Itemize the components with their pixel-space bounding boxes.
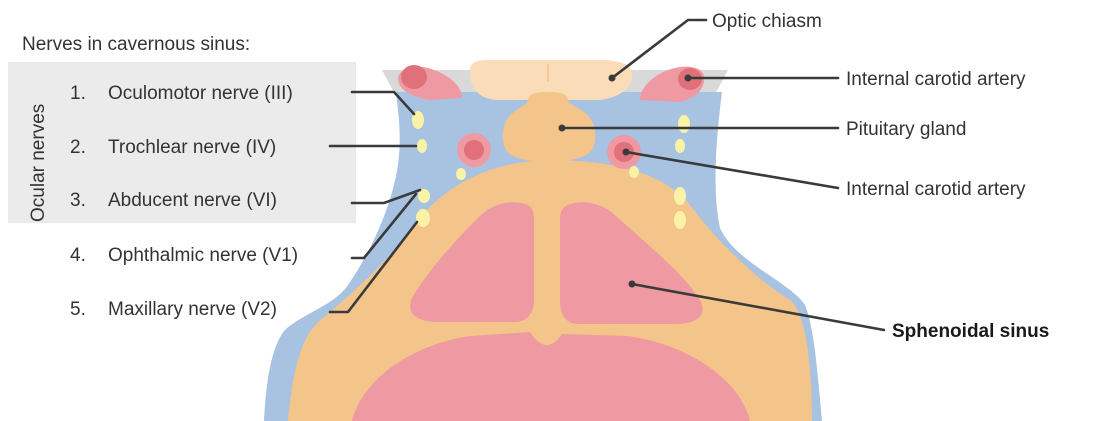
nerve-3-name: Abducent nerve (VI) — [108, 190, 277, 211]
dot-sphenoidal-sinus — [629, 281, 636, 288]
dot-pituitary — [559, 125, 566, 132]
maxillary-nerve-right — [674, 211, 686, 229]
nerve-5-number: 5. — [70, 299, 86, 320]
pituitary-gland-label: Pituitary gland — [846, 119, 966, 140]
nerve-1-number: 1. — [70, 83, 86, 104]
ocular-nerves-label: Ocular nerves — [28, 104, 49, 222]
nerve-5-name: Maxillary nerve (V2) — [108, 299, 277, 320]
abducent-nerve-right — [629, 166, 639, 178]
internal-carotid-left-lumen — [464, 140, 484, 160]
trochlear-nerve-left — [417, 139, 427, 153]
nerve-1-name: Oculomotor nerve (III) — [108, 83, 293, 104]
maxillary-nerve-left — [416, 209, 430, 227]
sphenoidal-sinus-label: Sphenoidal sinus — [892, 321, 1049, 342]
nerve-3-number: 3. — [70, 190, 86, 211]
optic-chiasm-label: Optic chiasm — [712, 11, 822, 32]
nerve-2-name: Trochlear nerve (IV) — [108, 137, 276, 158]
nerves-title: Nerves in cavernous sinus: — [22, 34, 250, 55]
abducent-nerve-left — [456, 168, 466, 180]
dot-internal-carotid-top — [685, 75, 692, 82]
internal-carotid-top-label: Internal carotid artery — [846, 69, 1026, 90]
internal-carotid-mid-label: Internal carotid artery — [846, 179, 1026, 200]
nerve-4-name: Ophthalmic nerve (V1) — [108, 245, 298, 266]
nerve-2-number: 2. — [70, 137, 86, 158]
ophthalmic-nerve-right — [674, 187, 686, 205]
nerve-4-number: 4. — [70, 245, 86, 266]
internal-carotid-top-left-lumen — [401, 65, 427, 89]
trochlear-nerve-right — [675, 139, 685, 153]
oculomotor-nerve-right — [678, 115, 690, 133]
dot-optic-chiasm — [609, 75, 616, 82]
dot-internal-carotid-mid — [623, 149, 630, 156]
